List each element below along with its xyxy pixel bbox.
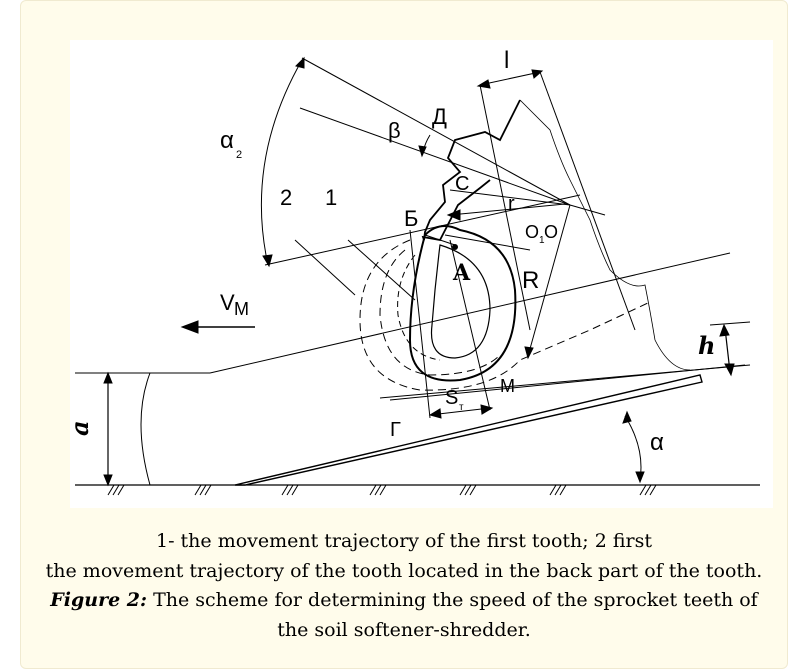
ground-hatching — [107, 484, 657, 496]
figure-caption: 1- the movement trajectory of the first … — [20, 527, 788, 645]
label-alpha2-sub: 2 — [236, 149, 242, 161]
label-h: h — [698, 331, 715, 360]
label-g: Г — [390, 419, 401, 441]
label-alpha2: α — [220, 127, 234, 154]
alpha2-arc — [260, 59, 303, 266]
label-traj-1: 1 — [325, 185, 337, 210]
caption-line-4: the soil softener-shredder. — [277, 618, 531, 641]
inclined-line-mid — [264, 194, 581, 266]
trajectory-inner — [430, 244, 491, 359]
label-o: O — [544, 222, 558, 242]
figure-diagram: α 2 β Д С Б r l O 1 O A R 1 2 V M h a Г … — [70, 47, 760, 496]
caption-line-3: Figure 2: The scheme for determining the… — [20, 586, 788, 616]
label-o1-sub: 1 — [539, 235, 545, 246]
label-o1: O — [525, 222, 539, 242]
caption-line-1: 1- the movement trajectory of the first … — [155, 530, 652, 552]
caption-title-part: The scheme for determining the speed of … — [147, 589, 758, 611]
label-traj-2: 2 — [280, 185, 292, 210]
label-l: l — [504, 47, 509, 74]
label-d: Д — [432, 104, 447, 129]
label-vm-sub: M — [234, 299, 249, 319]
trajectory-1 — [408, 225, 517, 382]
inclined-line-upper — [209, 252, 731, 374]
label-b: Б — [404, 206, 418, 231]
label-c: С — [455, 173, 469, 195]
point-a — [452, 244, 458, 250]
trajectory-2 — [359, 239, 651, 391]
figure-number-label: Figure 2: — [50, 589, 148, 611]
label-r-small: r — [508, 193, 515, 215]
label-s-sub: т — [459, 402, 464, 413]
label-a-point: A — [452, 260, 471, 286]
inclined-line-r — [379, 364, 751, 399]
label-alpha: α — [650, 429, 664, 456]
soil-profile — [519, 99, 691, 371]
figure-image: α 2 β Д С Б r l O 1 O A R 1 2 V M h a Г … — [70, 40, 773, 508]
caption-line-2: the movement trajectory of the tooth loc… — [45, 559, 763, 582]
label-m: M — [500, 376, 515, 396]
alpha-arc — [624, 415, 642, 481]
r-arrow — [449, 203, 566, 216]
blade — [234, 374, 703, 486]
label-vm: V — [220, 290, 235, 315]
sprocket-tooth — [421, 99, 521, 242]
label-a: a — [70, 420, 94, 436]
label-s: S — [445, 387, 458, 409]
label-R: R — [522, 267, 539, 294]
label-beta: β — [388, 118, 401, 143]
